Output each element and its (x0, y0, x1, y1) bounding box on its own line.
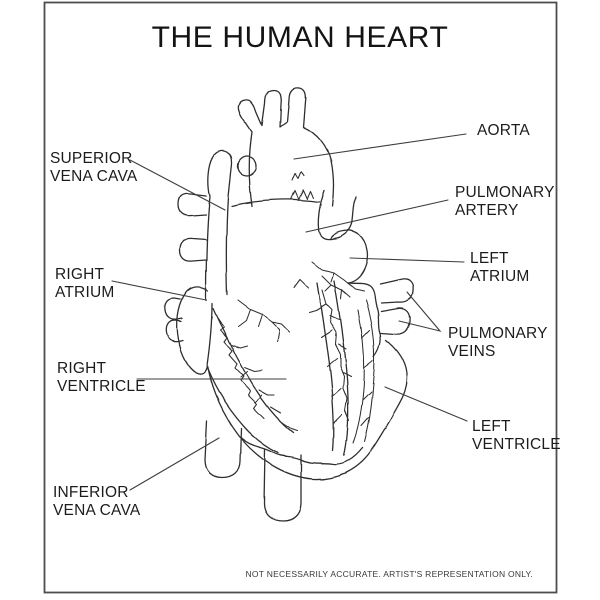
pulmonary-vein-tabs (379, 278, 414, 335)
label-aorta: AORTA (477, 122, 530, 140)
leader-left-ventricle (384, 386, 468, 422)
label-line: LEFT (470, 250, 509, 267)
lad-groove (316, 280, 349, 456)
lv-wall-line (352, 309, 365, 444)
leader-lines (111, 133, 468, 491)
right-atrium-drawing (176, 286, 213, 375)
heart-bottom-inner-edge (239, 436, 363, 465)
label-line: VENTRICLE (57, 377, 146, 395)
label-inferior-vena-cava: INFERIOR VENA CAVA (53, 484, 140, 519)
leader-aorta (293, 133, 467, 160)
leader-superior-vena-cava (129, 159, 226, 211)
lad-branches (308, 303, 352, 423)
label-line: AORTA (477, 122, 530, 139)
right-pulmonary-artery-tabs (177, 193, 207, 262)
label-superior-vena-cava: SUPERIOR VENA CAVA (50, 150, 137, 185)
label-line: PULMONARY (455, 184, 555, 201)
inferior-vena-cava-drawing (204, 419, 242, 479)
leader-pulmonary-veins (398, 291, 442, 332)
label-line: RIGHT (55, 266, 105, 283)
label-line: ARTERY (455, 201, 519, 219)
label-line: VEINS (448, 342, 496, 360)
pulmonary-artery-drawing (317, 189, 357, 240)
diagram-frame (43, 1, 558, 594)
lad-artery (321, 289, 350, 421)
label-line: ATRIUM (470, 267, 530, 285)
descending-aorta-drawing (263, 449, 302, 522)
circumflex-branches (293, 261, 365, 300)
right-pulmonary-vein-tabs (164, 298, 184, 343)
label-right-ventricle: RIGHT VENTRICLE (57, 360, 146, 395)
label-line: VENA CAVA (50, 167, 138, 185)
cardiac-vein (360, 299, 376, 443)
label-left-atrium: LEFT ATRIUM (470, 250, 529, 285)
artery-squiggle-marks (290, 171, 314, 201)
label-line: VENTRICLE (472, 435, 561, 453)
azygos-vein-circle (236, 155, 258, 177)
label-pulmonary-artery: PULMONARY ARTERY (455, 184, 555, 219)
right-coronary-artery (217, 317, 265, 419)
aortic-arch-drawing (238, 87, 335, 207)
label-line: INFERIOR (53, 484, 129, 501)
label-line: SUPERIOR (50, 150, 133, 167)
leader-left-atrium (349, 257, 465, 263)
page-title: THE HUMAN HEART (151, 21, 449, 54)
right-coronary-branches (230, 344, 299, 432)
leader-right-atrium (111, 280, 207, 301)
superior-vena-cava-drawing (205, 150, 233, 301)
label-pulmonary-veins: PULMONARY VEINS (448, 325, 548, 360)
leader-pulmonary-artery (305, 199, 449, 233)
rv-artery-branches (237, 299, 291, 343)
label-line: ATRIUM (55, 283, 115, 301)
heart-line-art (164, 87, 414, 522)
heart-top-edge (231, 199, 320, 207)
leader-inferior-vena-cava (129, 437, 220, 491)
label-line: LEFT (472, 418, 511, 435)
label-line: VENA CAVA (53, 501, 141, 519)
left-atrium-drawing (329, 230, 369, 284)
label-line: PULMONARY (448, 325, 548, 342)
heart-body-outline (206, 339, 408, 480)
label-right-atrium: RIGHT ATRIUM (55, 266, 114, 301)
av-groove-line-2 (206, 367, 279, 454)
disclaimer-text: NOT NECESSARILY ACCURATE. ARTIST'S REPRE… (245, 569, 533, 579)
label-left-ventricle: LEFT VENTRICLE (472, 418, 561, 453)
label-line: RIGHT (57, 360, 107, 377)
left-atrium-edge (347, 282, 382, 357)
